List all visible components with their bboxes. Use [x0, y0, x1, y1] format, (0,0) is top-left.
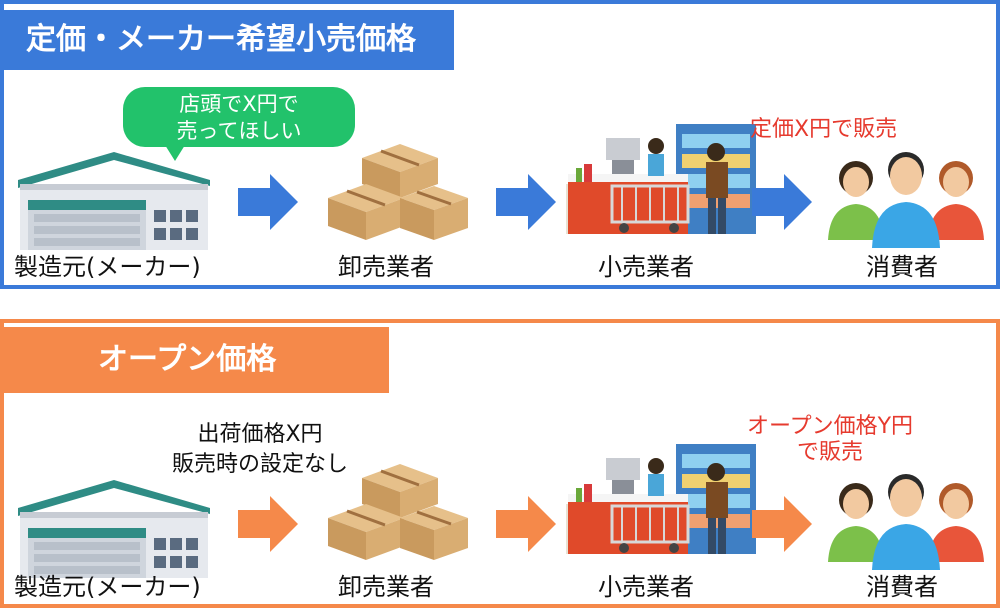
store-icon: [566, 124, 756, 236]
label-retailer: 小売業者: [598, 573, 694, 601]
consumers-icon: [828, 152, 984, 248]
arrow-right-icon: [752, 496, 812, 552]
open-price-note-line: オープン価格Y円: [746, 414, 914, 439]
maker-note: 出荷価格X円 販売時の設定なし: [160, 420, 360, 480]
bubble-line: 店頭でX円で: [179, 92, 299, 116]
boxes-icon: [326, 142, 470, 240]
panel-title: 定価・メーカー希望小売価格: [4, 10, 454, 70]
fixed-price-note: 定価X円で販売: [750, 117, 898, 142]
arrow-right-icon: [752, 174, 812, 230]
factory-icon: [18, 480, 210, 578]
boxes-icon: [326, 462, 470, 560]
maker-speech-bubble: 店頭でX円で 売ってほしい: [123, 87, 355, 161]
label-wholesaler: 卸売業者: [338, 573, 434, 601]
arrow-right-icon: [496, 496, 556, 552]
store-icon: [566, 444, 756, 556]
label-consumer: 消費者: [866, 573, 938, 601]
label-retailer: 小売業者: [598, 253, 694, 281]
maker-note-line: 出荷価格X円: [197, 422, 323, 447]
label-consumer: 消費者: [866, 253, 938, 281]
open-price-note-line: で販売: [796, 440, 863, 465]
panel-title: オープン価格: [4, 327, 389, 393]
open-price-note: オープン価格Y円 で販売: [730, 414, 930, 466]
consumers-icon: [828, 474, 984, 570]
bubble-line: 売ってほしい: [176, 119, 302, 143]
label-maker: 製造元(メーカー): [14, 573, 201, 601]
label-maker: 製造元(メーカー): [14, 253, 201, 281]
maker-note-line: 販売時の設定なし: [171, 452, 348, 477]
arrow-right-icon: [238, 496, 298, 552]
fixed-price-panel: 定価・メーカー希望小売価格: [0, 0, 1000, 289]
factory-icon: [18, 152, 210, 250]
arrow-right-icon: [496, 174, 556, 230]
arrow-right-icon: [238, 174, 298, 230]
open-price-panel: オープン価格: [0, 319, 1000, 608]
label-wholesaler: 卸売業者: [338, 253, 434, 281]
